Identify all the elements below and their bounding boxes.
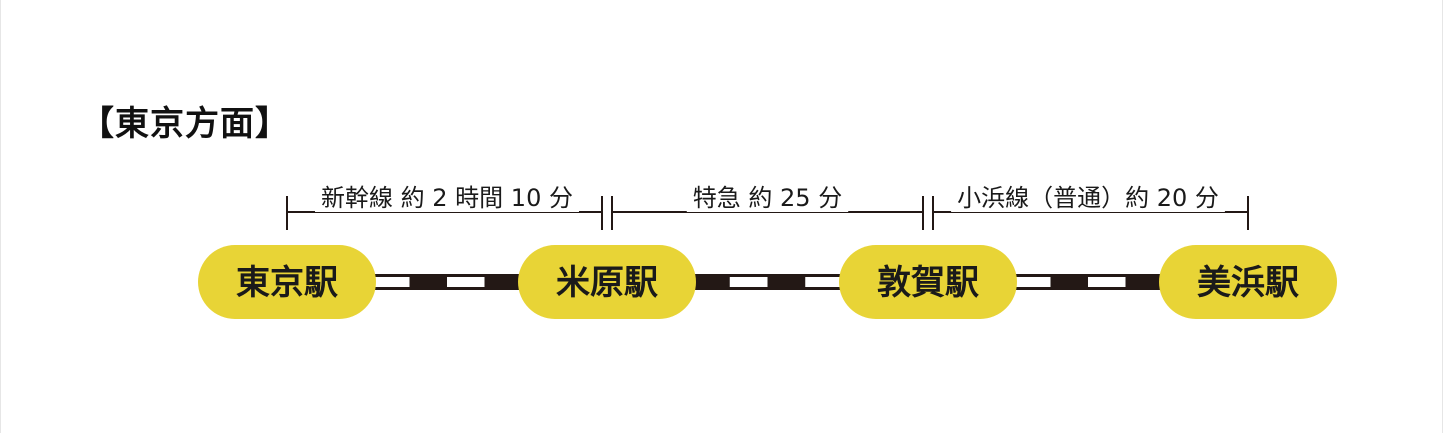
station-pill-4 <box>1159 245 1337 319</box>
track-stripe <box>729 277 768 287</box>
segment-label-group: 新幹線 約 2 時間 10 分 特急 約 25 分 小浜線（普通）約 20 分 <box>315 182 1225 212</box>
station-pill-2 <box>518 245 696 319</box>
track-stripe <box>1013 277 1051 287</box>
station-pill-1 <box>198 245 376 319</box>
segment-label-3: 小浜線（普通）約 20 分 <box>957 184 1219 212</box>
station-name-3: 敦賀駅 <box>877 263 979 303</box>
track-stripe <box>447 277 485 287</box>
station-name-2: 米原駅 <box>556 263 658 303</box>
station-name-1: 東京駅 <box>236 263 338 303</box>
segment-label-backdrop <box>315 182 579 212</box>
station-group: 東京駅 米原駅 敦賀駅 美浜駅 <box>198 245 1337 319</box>
segment-label-backdrop <box>686 182 849 212</box>
station-pill-3 <box>839 245 1017 319</box>
track-stripe <box>805 277 843 287</box>
track-stripe <box>372 277 410 287</box>
station-name-4: 美浜駅 <box>1197 263 1299 303</box>
track-stripe <box>1088 277 1126 287</box>
segment-label-1: 新幹線 約 2 時間 10 分 <box>321 184 573 212</box>
track-group <box>372 274 1163 290</box>
segment-label-backdrop <box>951 182 1225 212</box>
segment-label-2: 特急 約 25 分 <box>693 184 842 212</box>
direction-heading: 【東京方面】 <box>80 104 290 144</box>
